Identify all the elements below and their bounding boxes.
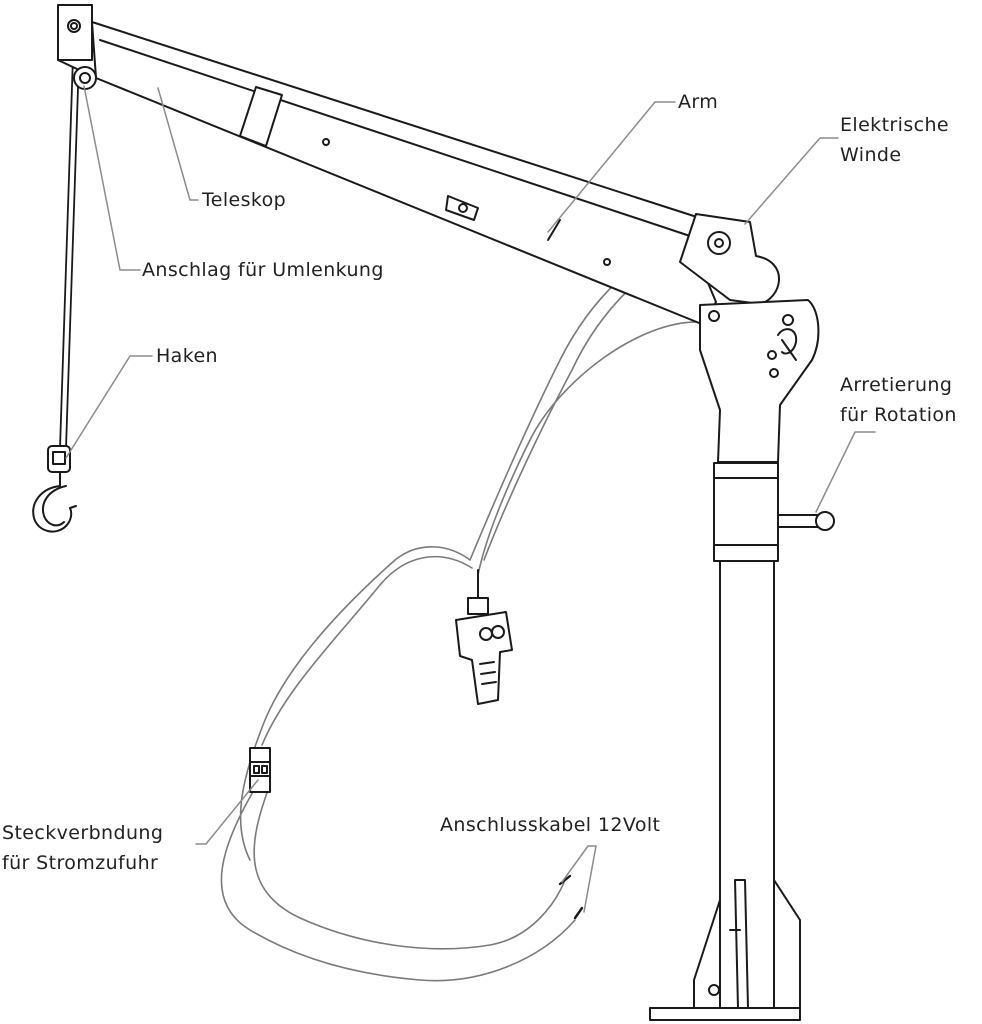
- mast: [649, 462, 801, 1021]
- label-cable: Anschlusskabel 12Volt: [440, 814, 661, 836]
- rotation-lock-pin: [777, 511, 835, 531]
- leader-cable-b: [583, 845, 597, 913]
- label-plug-line1: Steckverbndung: [2, 822, 164, 844]
- label-lock-line1: Arretierung: [840, 374, 953, 396]
- leader-lock: [815, 431, 876, 513]
- leader-arm: [547, 101, 676, 233]
- leader-plug: [195, 779, 259, 845]
- label-winch: Elektrische Winde: [840, 110, 949, 170]
- plug-connector: [249, 747, 271, 793]
- leader-cable-a: [561, 845, 597, 883]
- label-plug: Steckverbndung für Stromzufuhr: [2, 818, 163, 878]
- label-lock-line2: für Rotation: [840, 404, 957, 426]
- arm-boom: [57, 4, 717, 326]
- hook: [32, 445, 77, 533]
- label-winch-line2: Winde: [840, 144, 902, 166]
- leader-winch: [744, 137, 839, 225]
- leader-lines: [65, 85, 876, 913]
- power-cable: [220, 555, 576, 982]
- leader-stop: [83, 85, 141, 271]
- leader-hook: [65, 355, 153, 459]
- control-cable: [239, 235, 701, 861]
- label-hook: Haken: [156, 345, 218, 367]
- label-plug-line2: für Stromzufuhr: [2, 852, 159, 874]
- label-telescope: Teleskop: [202, 189, 287, 211]
- label-stop: Anschlag für Umlenkung: [142, 259, 384, 281]
- label-lock: Arretierung für Rotation: [840, 370, 957, 430]
- remote-control: [455, 569, 513, 705]
- label-winch-line1: Elektrische: [840, 114, 949, 136]
- label-arm: Arm: [678, 91, 719, 113]
- leader-telescope: [157, 87, 199, 201]
- pivot-head: [699, 299, 820, 463]
- cable-terminals: [558, 874, 584, 920]
